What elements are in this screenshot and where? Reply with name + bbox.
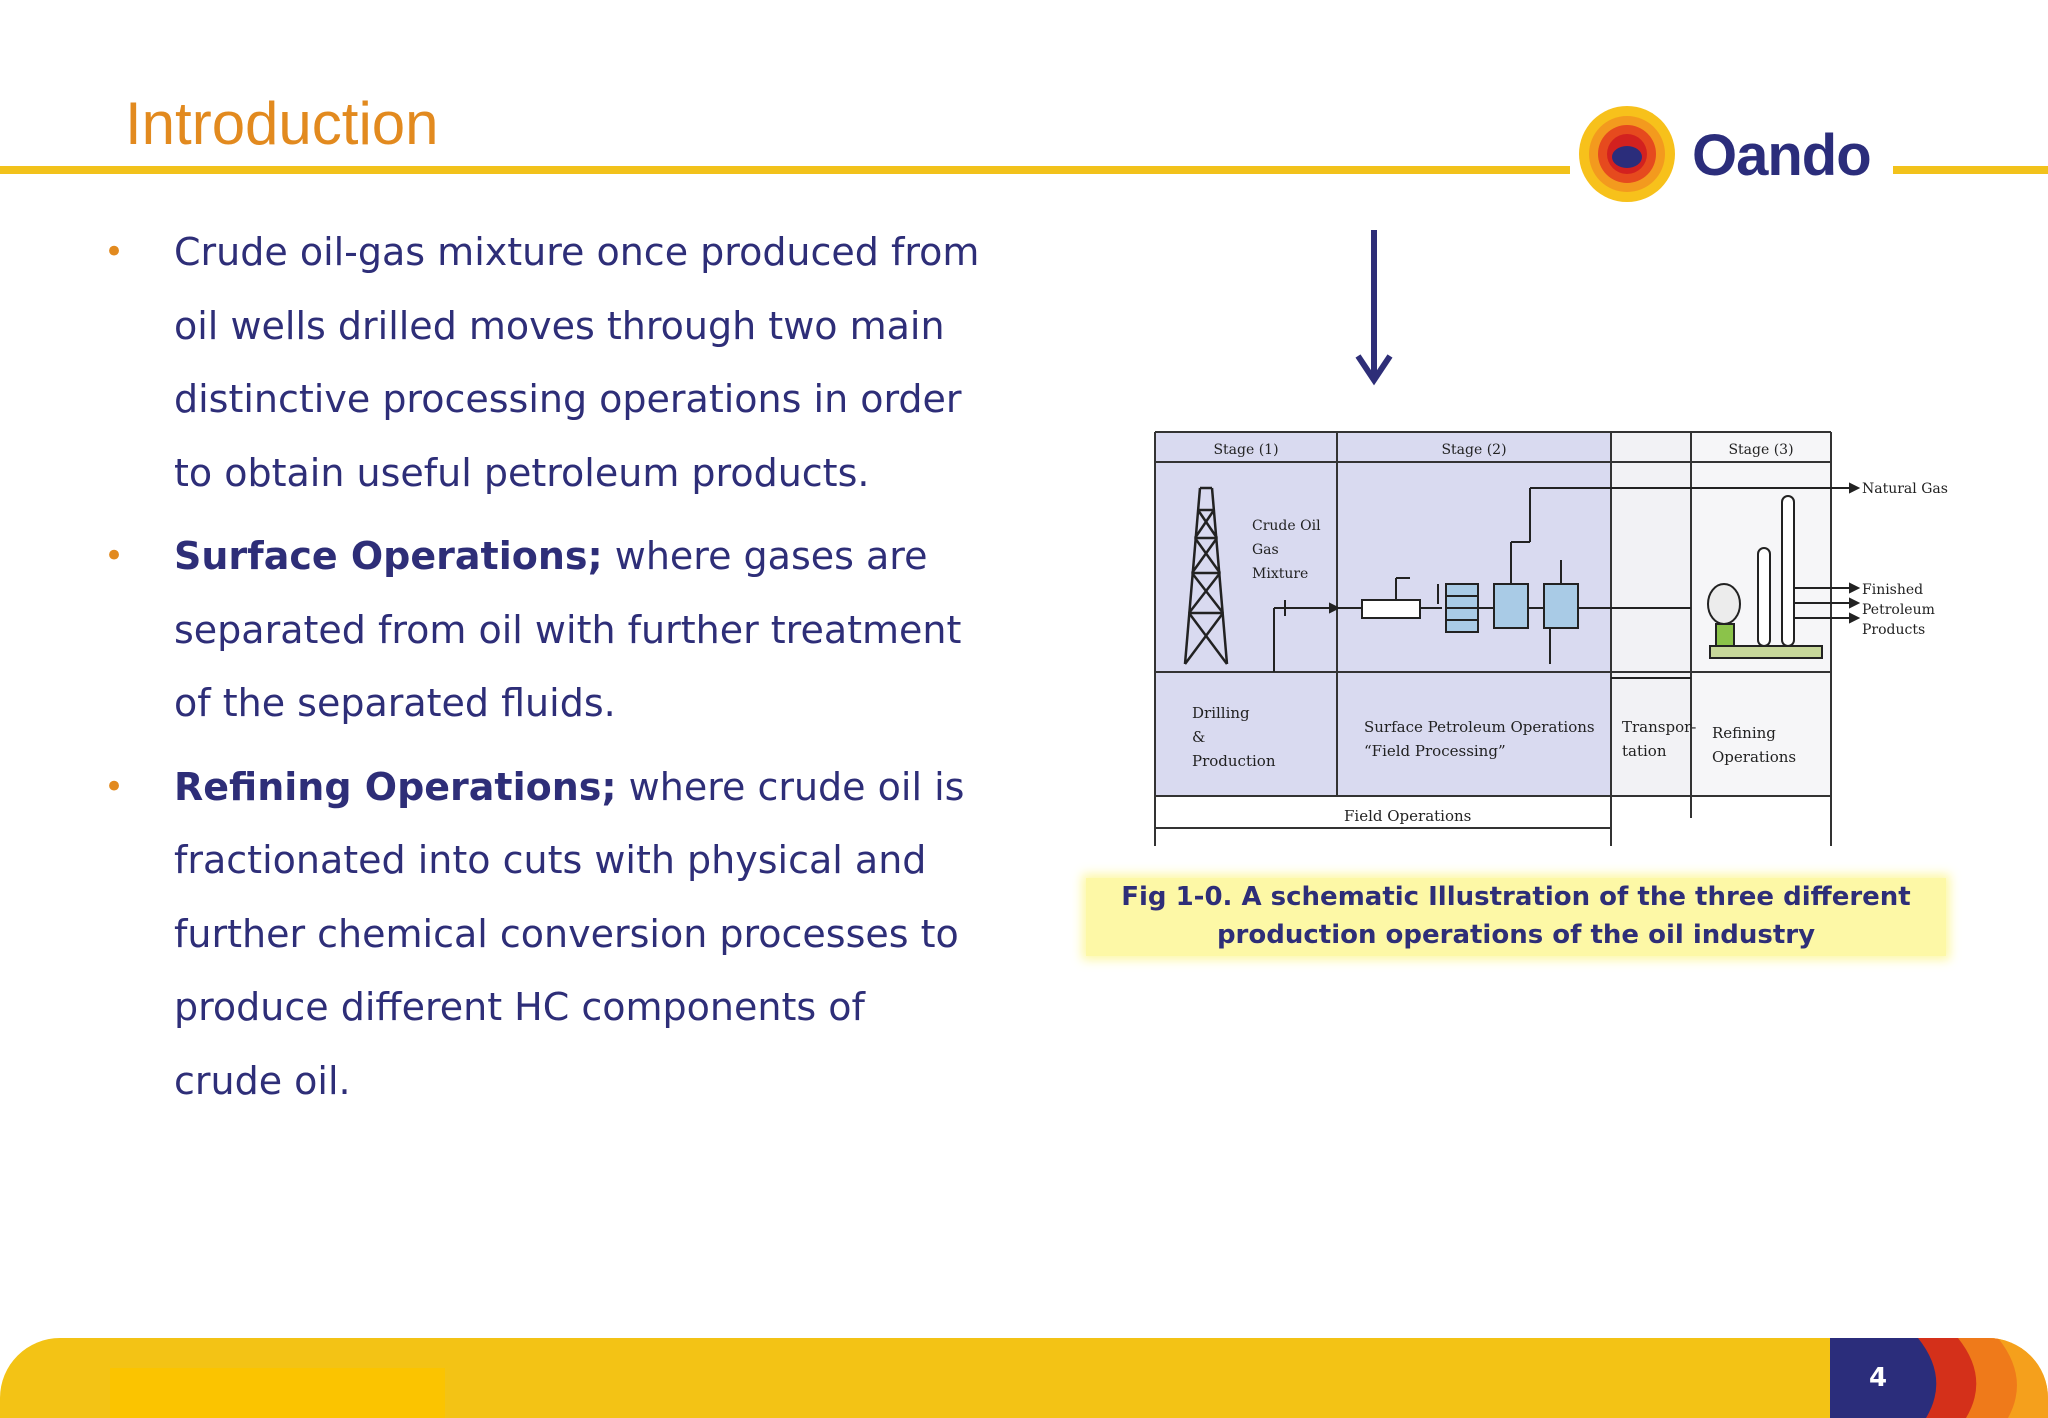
bullet-bold-text: Surface Operations; bbox=[174, 534, 603, 578]
refining-label-2: Operations bbox=[1712, 748, 1796, 766]
page-number: 4 bbox=[1868, 1363, 1888, 1393]
stage-1-label: Stage (1) bbox=[1213, 442, 1278, 458]
bullet-dot-icon: • bbox=[104, 766, 125, 807]
list-item: • Refining Operations; where crude oil i… bbox=[100, 751, 980, 1119]
finished-label-2: Petroleum bbox=[1862, 602, 1935, 618]
refining-label-1: Refining bbox=[1712, 724, 1776, 742]
finished-label-3: Products bbox=[1862, 622, 1925, 638]
logo-wordmark: Oando bbox=[1692, 123, 1872, 188]
oando-logo-icon bbox=[1579, 106, 1675, 202]
bullet-dot-icon: • bbox=[104, 536, 125, 576]
stage-2-label: Stage (2) bbox=[1441, 442, 1506, 458]
natural-gas-label: Natural Gas bbox=[1862, 481, 1948, 497]
finished-label-1: Finished bbox=[1862, 582, 1923, 598]
mixture-label-1: Crude Oil bbox=[1252, 518, 1321, 534]
title-rule-left bbox=[0, 166, 1570, 174]
bullet-text: where crude oil is fractionated into cut… bbox=[174, 764, 965, 1103]
footer-block bbox=[110, 1368, 445, 1418]
footer-bar bbox=[0, 1338, 2048, 1418]
caption-line-1: Fig 1-0. A schematic Illustration of the… bbox=[1121, 882, 1911, 912]
footer-swoosh-icon bbox=[1830, 1338, 2048, 1418]
slide-title: Introduction bbox=[125, 90, 439, 157]
bullet-dot-icon: • bbox=[104, 232, 125, 272]
stage-3-label: Stage (3) bbox=[1728, 442, 1793, 458]
drilling-label-3: Production bbox=[1192, 752, 1276, 770]
figure-caption: Fig 1-0. A schematic Illustration of the… bbox=[1086, 878, 1946, 956]
bullet-text: where gases are separated from oil with … bbox=[174, 534, 962, 725]
oil-industry-schematic: Stage (1) Stage (2) Stage (3) Crude Oil … bbox=[1154, 431, 1948, 846]
caption-line-2: production operations of the oil industr… bbox=[1216, 920, 1816, 950]
derrick-icon bbox=[1183, 486, 1229, 665]
list-item: • Surface Operations; where gases are se… bbox=[100, 520, 980, 741]
drilling-label-1: Drilling bbox=[1192, 704, 1250, 722]
transport-label-2: tation bbox=[1622, 742, 1667, 760]
bullet-list: • Crude oil-gas mixture once produced fr… bbox=[100, 216, 980, 1128]
surface-ops-label-1: Surface Petroleum Operations bbox=[1364, 718, 1595, 736]
down-arrow-icon bbox=[1355, 230, 1393, 386]
title-rule-right bbox=[1893, 166, 2048, 174]
mixture-label-3: Mixture bbox=[1252, 566, 1308, 582]
transport-label-1: Transpor- bbox=[1622, 718, 1696, 736]
bullet-bold-text: Refining Operations; bbox=[174, 764, 617, 809]
surface-ops-label-2: “Field Processing” bbox=[1364, 742, 1506, 760]
mixture-label-2: Gas bbox=[1252, 542, 1279, 558]
field-ops-label: Field Operations bbox=[1344, 807, 1471, 825]
drilling-label-2: & bbox=[1192, 728, 1205, 746]
bullet-text: Crude oil-gas mixture once produced from… bbox=[174, 230, 980, 495]
list-item: • Crude oil-gas mixture once produced fr… bbox=[100, 216, 980, 510]
